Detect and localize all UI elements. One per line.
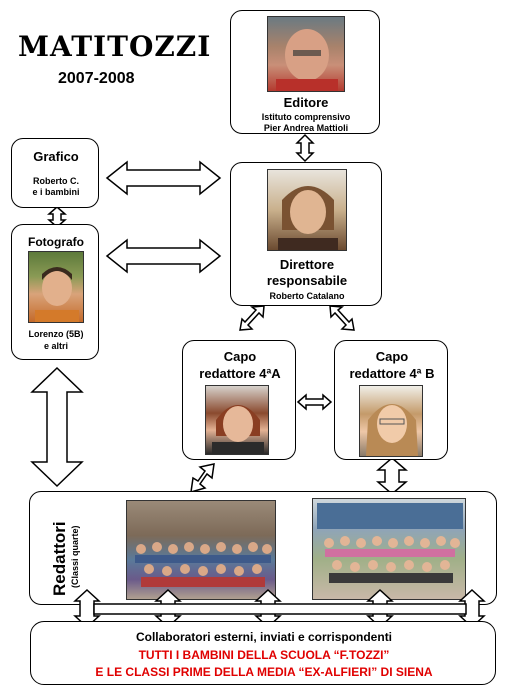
editore-line1: Istituto comprensivo <box>261 112 351 122</box>
collaboratori-line2: TUTTI I BAMBINI DELLA SCUOLA “F.TOZZI” <box>138 648 390 662</box>
collaboratori-box: Collaboratori esterni, inviati e corrisp… <box>30 621 496 685</box>
capo-a-photo <box>205 385 269 455</box>
direttore-name: Roberto Catalano <box>269 291 345 301</box>
editore-photo <box>267 16 345 92</box>
grafico-line1: Roberto C. <box>33 176 79 186</box>
editore-role: Editore <box>283 95 329 110</box>
group-photo-icon <box>135 542 272 587</box>
double-arrow-direttore-capob <box>329 305 355 331</box>
editore-box: Editore Istituto comprensivo Pier Andrea… <box>230 10 380 134</box>
redattori-box: Redattori (Classi quarte) <box>29 491 497 605</box>
grafico-line2: e i bambini <box>32 187 80 197</box>
double-arrow-editore-direttore <box>295 133 315 163</box>
capo-a-line1: Capo <box>223 349 257 364</box>
collaboratori-line3: E LE CLASSI PRIME DELLA MEDIA “EX-ALFIER… <box>95 665 433 679</box>
capo-b-box: Capo redattore 4ª B <box>334 340 448 460</box>
boy-portrait-icon <box>35 267 79 322</box>
class-4b-photo <box>312 498 466 600</box>
young-woman-portrait-icon <box>366 404 418 456</box>
man-portrait-icon <box>276 29 338 91</box>
direttore-role-line1: Direttore <box>279 257 335 272</box>
group-photo-icon <box>317 503 463 583</box>
capo-a-box: Capo redattore 4ªA <box>182 340 296 460</box>
fotografo-photo <box>28 251 84 323</box>
page-title: MATITOZZI <box>18 30 212 63</box>
fotografo-line2: e altri <box>43 341 68 351</box>
direttore-role-line2: responsabile <box>266 273 348 288</box>
direttore-photo <box>267 169 347 251</box>
woman-portrait-icon <box>212 405 264 454</box>
capo-a-line2: redattore 4ªA <box>199 366 281 381</box>
capo-b-photo <box>359 385 423 457</box>
double-arrow-direttore-capoa <box>239 305 265 331</box>
fotografo-line1: Lorenzo (5B) <box>28 329 84 339</box>
young-man-portrait-icon <box>278 186 338 250</box>
grafico-role: Grafico <box>33 149 79 164</box>
capo-b-line1: Capo <box>375 349 409 364</box>
double-arrow-fotografo-redattori <box>30 366 84 488</box>
direttore-box: Direttore responsabile Roberto Catalano <box>230 162 382 306</box>
grafico-box: Grafico Roberto C. e i bambini <box>11 138 99 208</box>
fotografo-box: Fotografo Lorenzo (5B) e altri <box>11 224 99 360</box>
double-arrow-capoa-capob <box>296 393 333 411</box>
horizontal-bar <box>93 603 467 615</box>
year-label: 2007-2008 <box>58 70 135 87</box>
collaboratori-line1: Collaboratori esterni, inviati e corrisp… <box>135 630 393 644</box>
class-4a-photo <box>126 500 276 600</box>
double-arrow-grafico-direttore <box>105 160 222 196</box>
editore-line2: Pier Andrea Mattioli <box>263 123 349 133</box>
capo-b-line2: redattore 4ª B <box>349 366 435 381</box>
double-arrow-fotografo-direttore <box>105 238 222 274</box>
fotografo-role: Fotografo <box>28 235 84 249</box>
